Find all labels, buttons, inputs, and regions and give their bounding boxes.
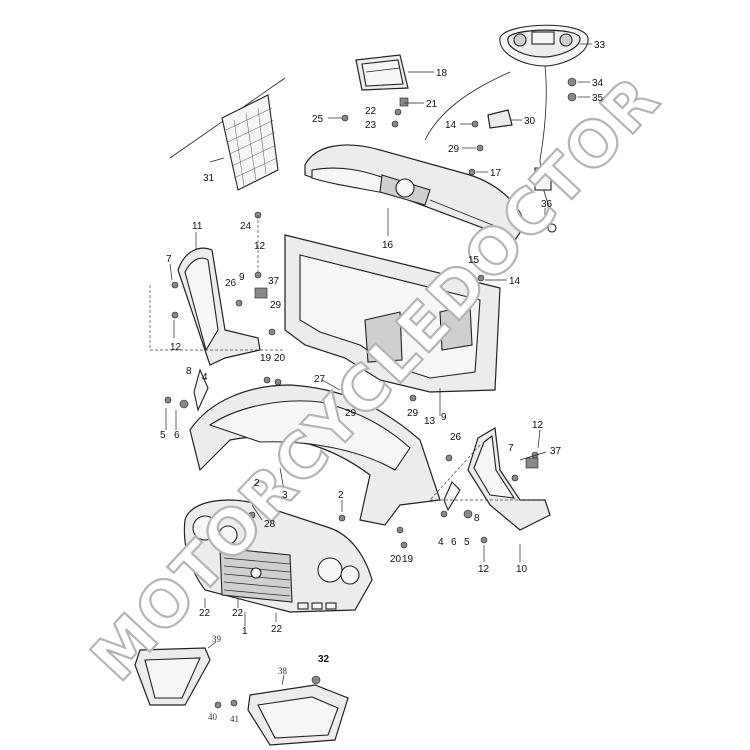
label-40: 40 bbox=[208, 712, 218, 722]
label-14-b: 14 bbox=[509, 276, 521, 287]
side-panel-10 bbox=[467, 427, 551, 531]
label-41: 41 bbox=[230, 714, 239, 724]
label-29-d: 29 bbox=[407, 408, 419, 419]
label-7-b: 7 bbox=[508, 443, 514, 454]
leader-lines bbox=[165, 43, 592, 686]
label-12-b: 12 bbox=[170, 342, 182, 353]
label-20-b: 20 bbox=[390, 554, 402, 565]
label-37-b: 37 bbox=[550, 446, 562, 457]
label-24: 24 bbox=[240, 221, 252, 232]
label-4-a: 4 bbox=[202, 372, 208, 383]
label-5-a: 5 bbox=[160, 430, 166, 441]
mirror-bracket-18 bbox=[355, 54, 409, 91]
label-31: 31 bbox=[203, 173, 215, 184]
label-26-a: 26 bbox=[225, 278, 237, 289]
label-5-b: 5 bbox=[464, 537, 470, 548]
grille-screen-31 bbox=[169, 77, 286, 191]
label-3: 3 bbox=[282, 490, 288, 501]
part-labels: 33 34 35 18 21 22 23 25 30 14 29 17 36 3… bbox=[160, 40, 606, 724]
mudguard-39 bbox=[134, 647, 211, 706]
label-17: 17 bbox=[490, 168, 502, 179]
label-34: 34 bbox=[592, 78, 604, 89]
label-30: 30 bbox=[524, 116, 536, 127]
label-15: 15 bbox=[468, 255, 480, 266]
label-19-b: 19 bbox=[402, 554, 414, 565]
inner-panel-13 bbox=[284, 234, 501, 393]
label-23: 23 bbox=[365, 120, 377, 131]
fasteners bbox=[164, 77, 577, 709]
label-19-a: 19 bbox=[260, 353, 272, 364]
label-16: 16 bbox=[382, 240, 394, 251]
label-26-b: 26 bbox=[450, 432, 462, 443]
label-35: 35 bbox=[592, 93, 604, 104]
mudguard-38 bbox=[247, 684, 349, 746]
label-32: 32 bbox=[318, 654, 330, 665]
dashboard-16 bbox=[304, 144, 526, 241]
label-12-a: 12 bbox=[254, 241, 266, 252]
label-8-a: 8 bbox=[186, 366, 192, 377]
label-29-b: 29 bbox=[270, 300, 282, 311]
label-22-b: 22 bbox=[199, 608, 211, 619]
label-13: 13 bbox=[424, 416, 436, 427]
assembly-lines bbox=[149, 215, 545, 501]
label-4-b: 4 bbox=[438, 537, 444, 548]
label-14-top: 14 bbox=[445, 120, 457, 131]
label-39: 39 bbox=[212, 634, 222, 644]
side-panel-11 bbox=[177, 247, 261, 366]
label-22-c: 22 bbox=[232, 608, 244, 619]
label-1: 1 bbox=[242, 626, 248, 637]
cable-line bbox=[424, 71, 511, 141]
cable-36 bbox=[534, 159, 557, 233]
switch-30 bbox=[487, 109, 513, 129]
label-33: 33 bbox=[594, 40, 606, 51]
label-36: 36 bbox=[541, 199, 553, 210]
label-29-top: 29 bbox=[448, 144, 460, 155]
label-21: 21 bbox=[426, 99, 438, 110]
label-7-a: 7 bbox=[166, 254, 172, 265]
label-27: 27 bbox=[314, 374, 326, 385]
label-2-b: 2 bbox=[338, 490, 344, 501]
label-10: 10 bbox=[516, 564, 528, 575]
label-38: 38 bbox=[278, 666, 288, 676]
label-12-c: 12 bbox=[532, 420, 544, 431]
label-22-d: 22 bbox=[271, 624, 283, 635]
label-6-a: 6 bbox=[174, 430, 180, 441]
label-28: 28 bbox=[264, 519, 276, 530]
label-9-a: 9 bbox=[239, 272, 245, 283]
front-bumper-1 bbox=[183, 499, 373, 613]
label-18: 18 bbox=[436, 68, 448, 79]
label-22-top: 22 bbox=[365, 106, 377, 117]
label-6-b: 6 bbox=[451, 537, 457, 548]
label-12-d: 12 bbox=[478, 564, 490, 575]
hood-cowling-3 bbox=[189, 384, 441, 526]
label-2-a: 2 bbox=[254, 478, 260, 489]
label-20-a: 20 bbox=[274, 353, 286, 364]
label-8-b: 8 bbox=[474, 513, 480, 524]
label-9-b: 9 bbox=[441, 412, 447, 423]
label-37-a: 37 bbox=[268, 276, 280, 287]
label-29-c: 29 bbox=[345, 408, 357, 419]
instrument-cluster bbox=[499, 24, 589, 161]
label-25: 25 bbox=[312, 114, 324, 125]
label-11: 11 bbox=[192, 221, 203, 232]
